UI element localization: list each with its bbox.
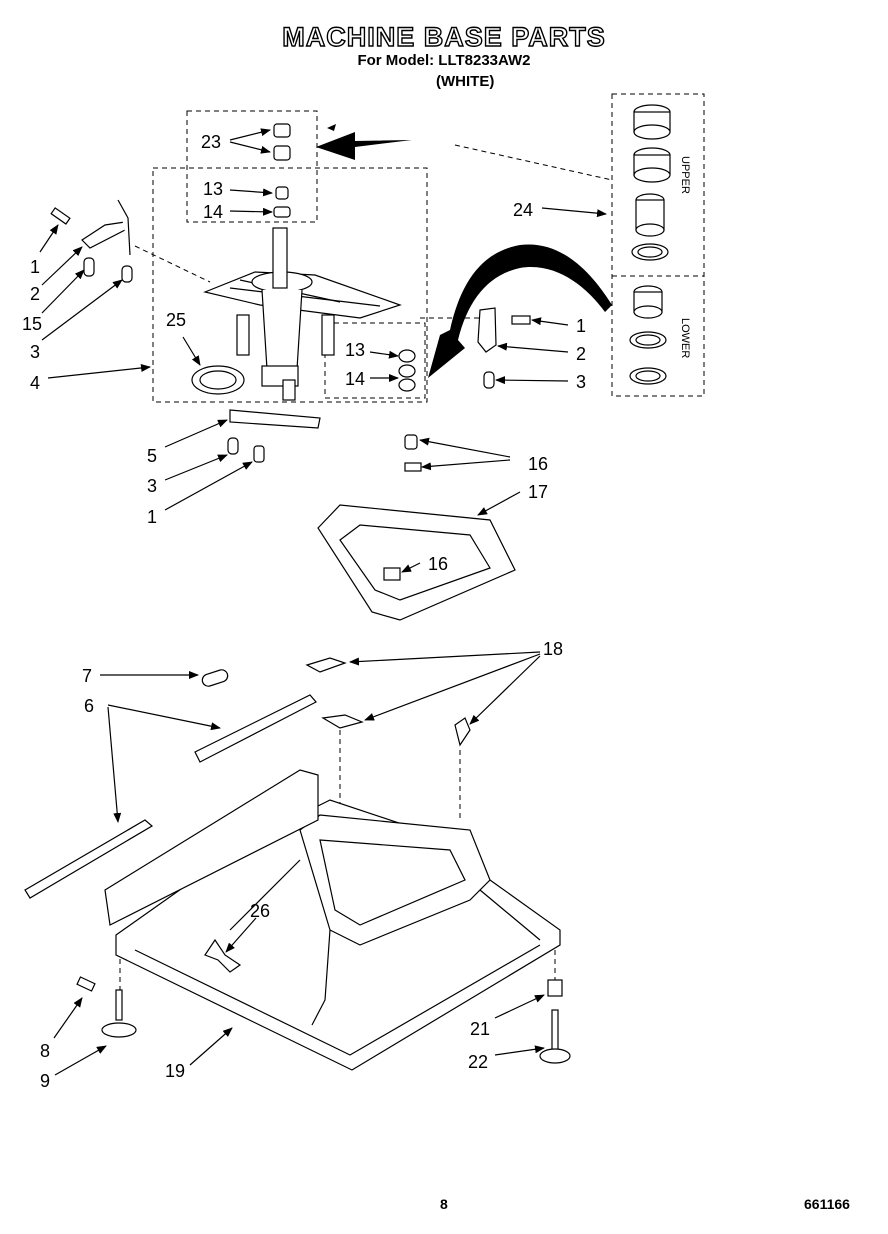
callout-2: 2 bbox=[576, 344, 586, 364]
callout-24: 24 bbox=[513, 200, 533, 220]
callout-14: 14 bbox=[345, 369, 365, 389]
small-parts bbox=[50, 123, 531, 463]
color-label: (WHITE) bbox=[436, 73, 495, 90]
callout-3: 3 bbox=[30, 342, 40, 362]
callout-13: 13 bbox=[203, 179, 223, 199]
callout-3: 3 bbox=[576, 372, 586, 392]
transmission-assembly bbox=[203, 227, 402, 401]
base-frame bbox=[24, 657, 571, 1071]
callout-26: 26 bbox=[250, 901, 270, 921]
service-kit-rings bbox=[629, 104, 671, 385]
callout-17: 17 bbox=[528, 482, 548, 502]
callout-2: 2 bbox=[30, 284, 40, 304]
callout-15: 15 bbox=[22, 314, 42, 334]
motor-mount bbox=[317, 434, 516, 621]
bushing-box bbox=[186, 110, 318, 223]
callout-13: 13 bbox=[345, 340, 365, 360]
callout-1: 1 bbox=[576, 316, 586, 336]
callout-23: 23 bbox=[201, 132, 221, 152]
direction-arrows bbox=[316, 124, 612, 378]
big-arrow-left bbox=[316, 132, 412, 160]
upper-label: UPPER bbox=[679, 156, 691, 194]
callout-16: 16 bbox=[528, 454, 548, 474]
callout-18: 18 bbox=[543, 639, 563, 659]
page-title: MACHINE BASE PARTS bbox=[282, 21, 606, 52]
callout-6: 6 bbox=[84, 696, 94, 716]
callout-5: 5 bbox=[147, 446, 157, 466]
curved-arrow bbox=[428, 244, 612, 378]
callout-22: 22 bbox=[468, 1052, 488, 1072]
callout-4: 4 bbox=[30, 373, 40, 393]
callout-1: 1 bbox=[147, 507, 157, 527]
pad-box bbox=[324, 322, 426, 399]
leader-lines bbox=[39, 128, 607, 1076]
callout-25: 25 bbox=[166, 310, 186, 330]
service-kit-box bbox=[611, 93, 705, 397]
document-number: 661166 bbox=[804, 1196, 850, 1212]
callout-8: 8 bbox=[40, 1041, 50, 1061]
callout-numbers: 23 13 14 1 2 15 3 4 25 13 14 24 1 2 3 5 … bbox=[22, 132, 586, 1091]
callout-7: 7 bbox=[82, 666, 92, 686]
lower-label: LOWER bbox=[679, 318, 691, 358]
callout-3: 3 bbox=[147, 476, 157, 496]
callout-16: 16 bbox=[428, 554, 448, 574]
callout-21: 21 bbox=[470, 1019, 490, 1039]
model-line: For Model: LLT8233AW2 bbox=[357, 52, 531, 69]
transmission-box bbox=[152, 167, 428, 403]
callout-14: 14 bbox=[203, 202, 223, 222]
page-number: 8 bbox=[440, 1196, 448, 1212]
callout-9: 9 bbox=[40, 1071, 50, 1091]
callout-19: 19 bbox=[165, 1061, 185, 1081]
callout-1: 1 bbox=[30, 257, 40, 277]
